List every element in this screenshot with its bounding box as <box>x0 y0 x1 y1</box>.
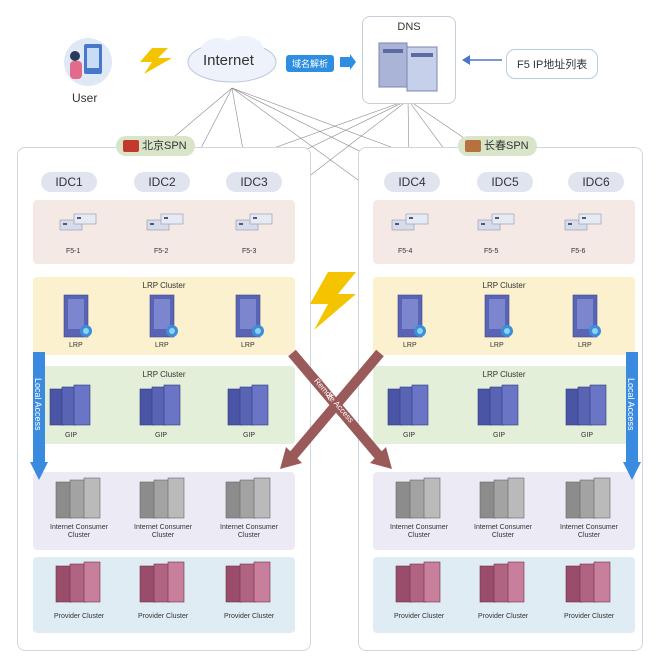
lrp-device <box>63 294 93 338</box>
icc-label: Internet Consumer Cluster <box>560 524 618 539</box>
f5-label: F5-1 <box>66 248 81 255</box>
idc-pill: IDC3 <box>226 172 282 192</box>
f5-device <box>235 213 273 231</box>
provider-label: Provider Cluster <box>478 613 529 620</box>
icc-device <box>55 477 101 519</box>
region-tag-changchun: 长春SPN <box>458 136 537 156</box>
idc-pill: IDC5 <box>477 172 533 192</box>
lrp-label: LRP <box>155 342 169 349</box>
dns-server-icon <box>378 42 438 92</box>
gip-device <box>227 384 269 426</box>
f5-tier-band <box>33 200 295 264</box>
provider-device <box>565 561 611 603</box>
provider-label: Provider Cluster <box>138 613 189 620</box>
lrp-device <box>149 294 179 338</box>
provider-device <box>139 561 185 603</box>
f5-device <box>146 213 184 231</box>
gip-device <box>49 384 91 426</box>
gip-device <box>565 384 607 426</box>
region-name: 长春SPN <box>484 140 529 152</box>
gip-label: GIP <box>493 432 506 439</box>
user-label: User <box>72 91 98 105</box>
lrp-label: LRP <box>241 342 255 349</box>
icc-device <box>479 477 525 519</box>
icc-label: Internet Consumer Cluster <box>50 524 108 539</box>
lrp-label: LRP <box>578 342 592 349</box>
gip-label: GIP <box>155 432 168 439</box>
lrp-device <box>235 294 265 338</box>
provider-device <box>395 561 441 603</box>
icc-label: Internet Consumer Cluster <box>134 524 192 539</box>
f5-device <box>59 213 97 231</box>
internet-cloud <box>187 36 277 83</box>
f5-label: F5-4 <box>398 248 413 255</box>
f5-label: F5-6 <box>571 248 586 255</box>
gip-device <box>477 384 519 426</box>
lrp-label: LRP <box>490 342 504 349</box>
icc-label: Internet Consumer Cluster <box>390 524 448 539</box>
lrp-cluster-title: LRP Cluster <box>142 370 186 379</box>
provider-label: Provider Cluster <box>564 613 615 620</box>
lightning-icon <box>310 272 356 330</box>
provider-device <box>225 561 271 603</box>
user-figure <box>60 34 116 86</box>
user-icon <box>64 38 112 86</box>
icc-device <box>565 477 611 519</box>
lrp-cluster-title: LRP Cluster <box>142 281 186 290</box>
provider-label: Provider Cluster <box>394 613 445 620</box>
dns-box: DNS <box>362 16 456 104</box>
region-tag-beijing: 北京SPN <box>116 136 195 156</box>
provider-label: Provider Cluster <box>224 613 275 620</box>
lrp-device <box>397 294 427 338</box>
f5-device <box>477 213 515 231</box>
lightning-icon <box>140 48 172 74</box>
f5-tier-band <box>373 200 635 264</box>
idc-pill: IDC4 <box>384 172 440 192</box>
internet-label: Internet <box>203 52 254 69</box>
provider-device <box>55 561 101 603</box>
f5-label: F5-2 <box>154 248 169 255</box>
local-access-arrow-right <box>623 352 641 480</box>
lrp-device <box>572 294 602 338</box>
icc-label: Internet Consumer Cluster <box>220 524 278 539</box>
gip-label: GIP <box>65 432 78 439</box>
gate-icon <box>123 140 139 152</box>
lrp-label: LRP <box>403 342 417 349</box>
local-access-arrow-left <box>30 352 48 480</box>
idc-pill: IDC6 <box>568 172 624 192</box>
gip-device <box>139 384 181 426</box>
f5-ip-list-box: F5 IP地址列表 <box>506 49 599 79</box>
lrp-cluster-title: LRP Cluster <box>482 370 526 379</box>
idc-pill: IDC1 <box>41 172 97 192</box>
lrp-label: LRP <box>69 342 83 349</box>
dns-label: DNS <box>397 21 421 33</box>
arrow-left-icon <box>462 55 502 65</box>
icc-device <box>225 477 271 519</box>
f5-device <box>391 213 429 231</box>
icc-device <box>395 477 441 519</box>
gip-label: GIP <box>243 432 256 439</box>
provider-label: Provider Cluster <box>54 613 105 620</box>
f5-device <box>564 213 602 231</box>
building-icon <box>465 140 481 152</box>
provider-device <box>479 561 525 603</box>
gip-label: GIP <box>581 432 594 439</box>
lrp-device <box>484 294 514 338</box>
dns-resolve-arrow: 域名解析 <box>286 55 335 72</box>
arrow-right-icon <box>340 54 356 70</box>
lrp-cluster-title: LRP Cluster <box>482 281 526 290</box>
icc-device <box>139 477 185 519</box>
local-access-label: Local Access <box>626 378 636 431</box>
f5-label: F5-5 <box>484 248 499 255</box>
region-name: 北京SPN <box>142 140 187 152</box>
icc-label: Internet Consumer Cluster <box>474 524 532 539</box>
gip-label: GIP <box>403 432 416 439</box>
f5-label: F5-3 <box>242 248 257 255</box>
remote-access-arrows <box>280 349 392 469</box>
idc-pill: IDC2 <box>134 172 190 192</box>
local-access-label: Local Access <box>33 378 43 431</box>
